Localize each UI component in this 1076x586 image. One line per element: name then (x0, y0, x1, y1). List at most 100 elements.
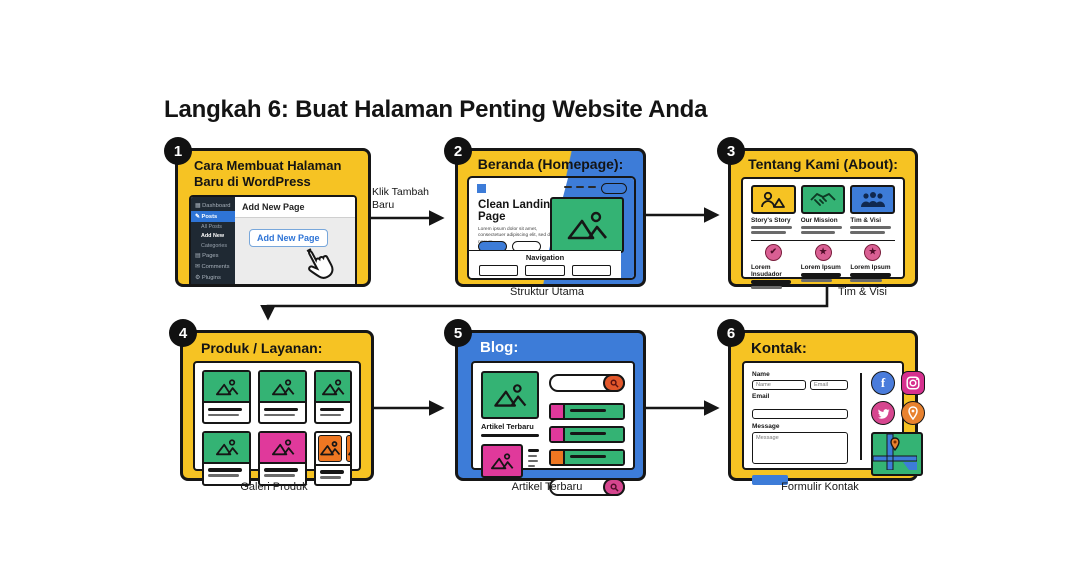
product-card-wide[interactable] (314, 370, 352, 424)
email-label: Email (752, 393, 770, 400)
about-column-team: Tim & Visi (850, 185, 895, 236)
card-step1-wordpress: 1 Cara Membuat Halaman Baru di WordPress… (164, 137, 371, 287)
image-placeholder-icon (215, 378, 238, 395)
image-placeholder-icon (490, 453, 514, 470)
facebook-icon[interactable]: f (871, 371, 895, 395)
dashboard-icon: ▦ (195, 202, 201, 209)
product-card[interactable] (258, 430, 307, 486)
nav-box[interactable] (479, 265, 519, 276)
step6-caption: Formulir Kontak (781, 481, 859, 493)
arrow-label-klik-tambah-baru: Klik Tambah Baru (372, 186, 430, 212)
sidebar-item-comments[interactable]: ✉ Comments (195, 264, 230, 271)
contact-form: Name Email Message (752, 371, 850, 485)
header-cta-button[interactable] (601, 183, 627, 194)
featured-article-image (481, 371, 539, 419)
sidebar-item-categories[interactable]: Categories (201, 242, 228, 249)
check-badge-icon: ✔ (764, 244, 782, 261)
arrow-step3-step4 (260, 282, 829, 321)
about-feature-2: ★ Lorem Ipsum (800, 244, 846, 291)
name-field[interactable] (752, 380, 806, 390)
card-step2-beranda: 2 Beranda (Homepage): Clean Landing Page… (444, 137, 646, 287)
card-step4-produk: 4 Produk / Layanan: (169, 319, 374, 486)
instagram-icon[interactable] (901, 371, 925, 395)
email-field[interactable] (752, 409, 848, 419)
badge-label: Lorem Insudador (751, 263, 782, 278)
image-placeholder-icon (271, 378, 294, 395)
comments-icon: ✉ (195, 264, 200, 271)
search-bar[interactable] (549, 478, 625, 496)
contact-right-column: f (871, 371, 925, 476)
cursor-icon (306, 248, 334, 279)
contact-page-mockup: Name Email Message f (742, 361, 925, 485)
sidebar-item-pages[interactable]: ▤ Pages (195, 253, 219, 260)
card-step3-tentang-kami: 3 Tentang Kami (About): Story's Story (717, 137, 918, 289)
search-icon[interactable] (603, 478, 625, 496)
divider (860, 373, 862, 460)
submit-button[interactable] (752, 475, 788, 485)
map-icon[interactable] (871, 432, 923, 476)
product-card[interactable] (258, 370, 307, 424)
card-step6-kontak: 6 Kontak: Name Email Message f (717, 319, 925, 485)
team-icon (860, 191, 885, 207)
posts-icon: ✎ (195, 213, 200, 220)
step3-caption: Tim & Visi (838, 286, 887, 298)
sidebar-item-posts[interactable]: ✎ Posts (191, 211, 235, 222)
product-card-pair[interactable] (314, 430, 352, 486)
hero-title: Clean Landing Page (478, 199, 558, 224)
post-list-item[interactable] (549, 426, 625, 443)
step5-number-badge: 5 (444, 319, 472, 347)
twitter-icon[interactable] (871, 401, 895, 425)
step6-number-badge: 6 (717, 319, 745, 347)
hero-image-placeholder (550, 197, 624, 253)
image-placeholder-icon (318, 434, 342, 462)
star-badge-icon: ★ (864, 244, 882, 261)
add-new-page-button[interactable]: Add New Page (249, 229, 328, 247)
sidebar-item-all-posts[interactable]: All Posts (201, 223, 222, 230)
sidebar-item-add-new[interactable]: Add New (201, 233, 225, 240)
image-placeholder-icon (321, 378, 345, 395)
navigation-label: Navigation (525, 253, 565, 262)
step4-heading: Produk / Layanan: (201, 340, 323, 356)
search-bar[interactable] (549, 374, 625, 392)
step3-number-badge: 3 (717, 137, 745, 165)
step4-number-badge: 4 (169, 319, 197, 347)
tile-label: Our Mission (800, 216, 838, 224)
post-list-item[interactable] (549, 449, 625, 466)
navigation-section: Navigation (469, 250, 621, 278)
blog-left-column: Artikel Terbaru (481, 371, 539, 478)
nav-box[interactable] (525, 265, 565, 276)
step4-caption: Galeri Produk (240, 481, 308, 493)
location-pin-icon[interactable] (901, 401, 925, 425)
nav-link[interactable] (588, 186, 596, 188)
step5-heading: Blog: (480, 339, 519, 356)
nav-link[interactable] (576, 186, 584, 188)
search-icon[interactable] (603, 374, 625, 392)
plugins-icon: ⚙ (195, 275, 201, 282)
sidebar-item-dashboard[interactable]: ▦ Dashboard (195, 202, 231, 209)
wordpress-admin-window: ▦ Dashboard ✎ Posts All Posts Add New Ca… (189, 195, 357, 284)
nav-box[interactable] (571, 265, 611, 276)
blog-right-column (549, 371, 625, 496)
blog-page-mockup: Artikel Terbaru (471, 361, 635, 496)
image-placeholder-icon (271, 439, 294, 456)
step2-caption: Struktur Utama (510, 286, 584, 298)
post-list-item[interactable] (549, 403, 625, 420)
sidebar-item-plugins[interactable]: ⚙ Plugins (195, 275, 221, 282)
product-card[interactable] (202, 430, 251, 486)
wordpress-main-area: Add New Page Add New Page (235, 197, 355, 284)
message-field[interactable] (752, 432, 848, 464)
email-inline-field[interactable] (810, 380, 848, 390)
badge-label: Lorem Ipsum (800, 263, 841, 271)
secondary-article (481, 444, 539, 478)
article-image (481, 444, 523, 478)
image-placeholder-icon (567, 211, 608, 240)
product-card[interactable] (202, 370, 251, 424)
about-feature-1: ✔ Lorem Insudador (751, 244, 796, 291)
nav-link[interactable] (564, 186, 572, 188)
wordpress-sidebar: ▦ Dashboard ✎ Posts All Posts Add New Ca… (191, 197, 235, 284)
about-column-mission: Our Mission (800, 185, 846, 236)
about-page-mockup: Story's Story Our Mission (741, 177, 905, 289)
name-label: Name (752, 371, 770, 378)
site-logo (477, 184, 486, 193)
